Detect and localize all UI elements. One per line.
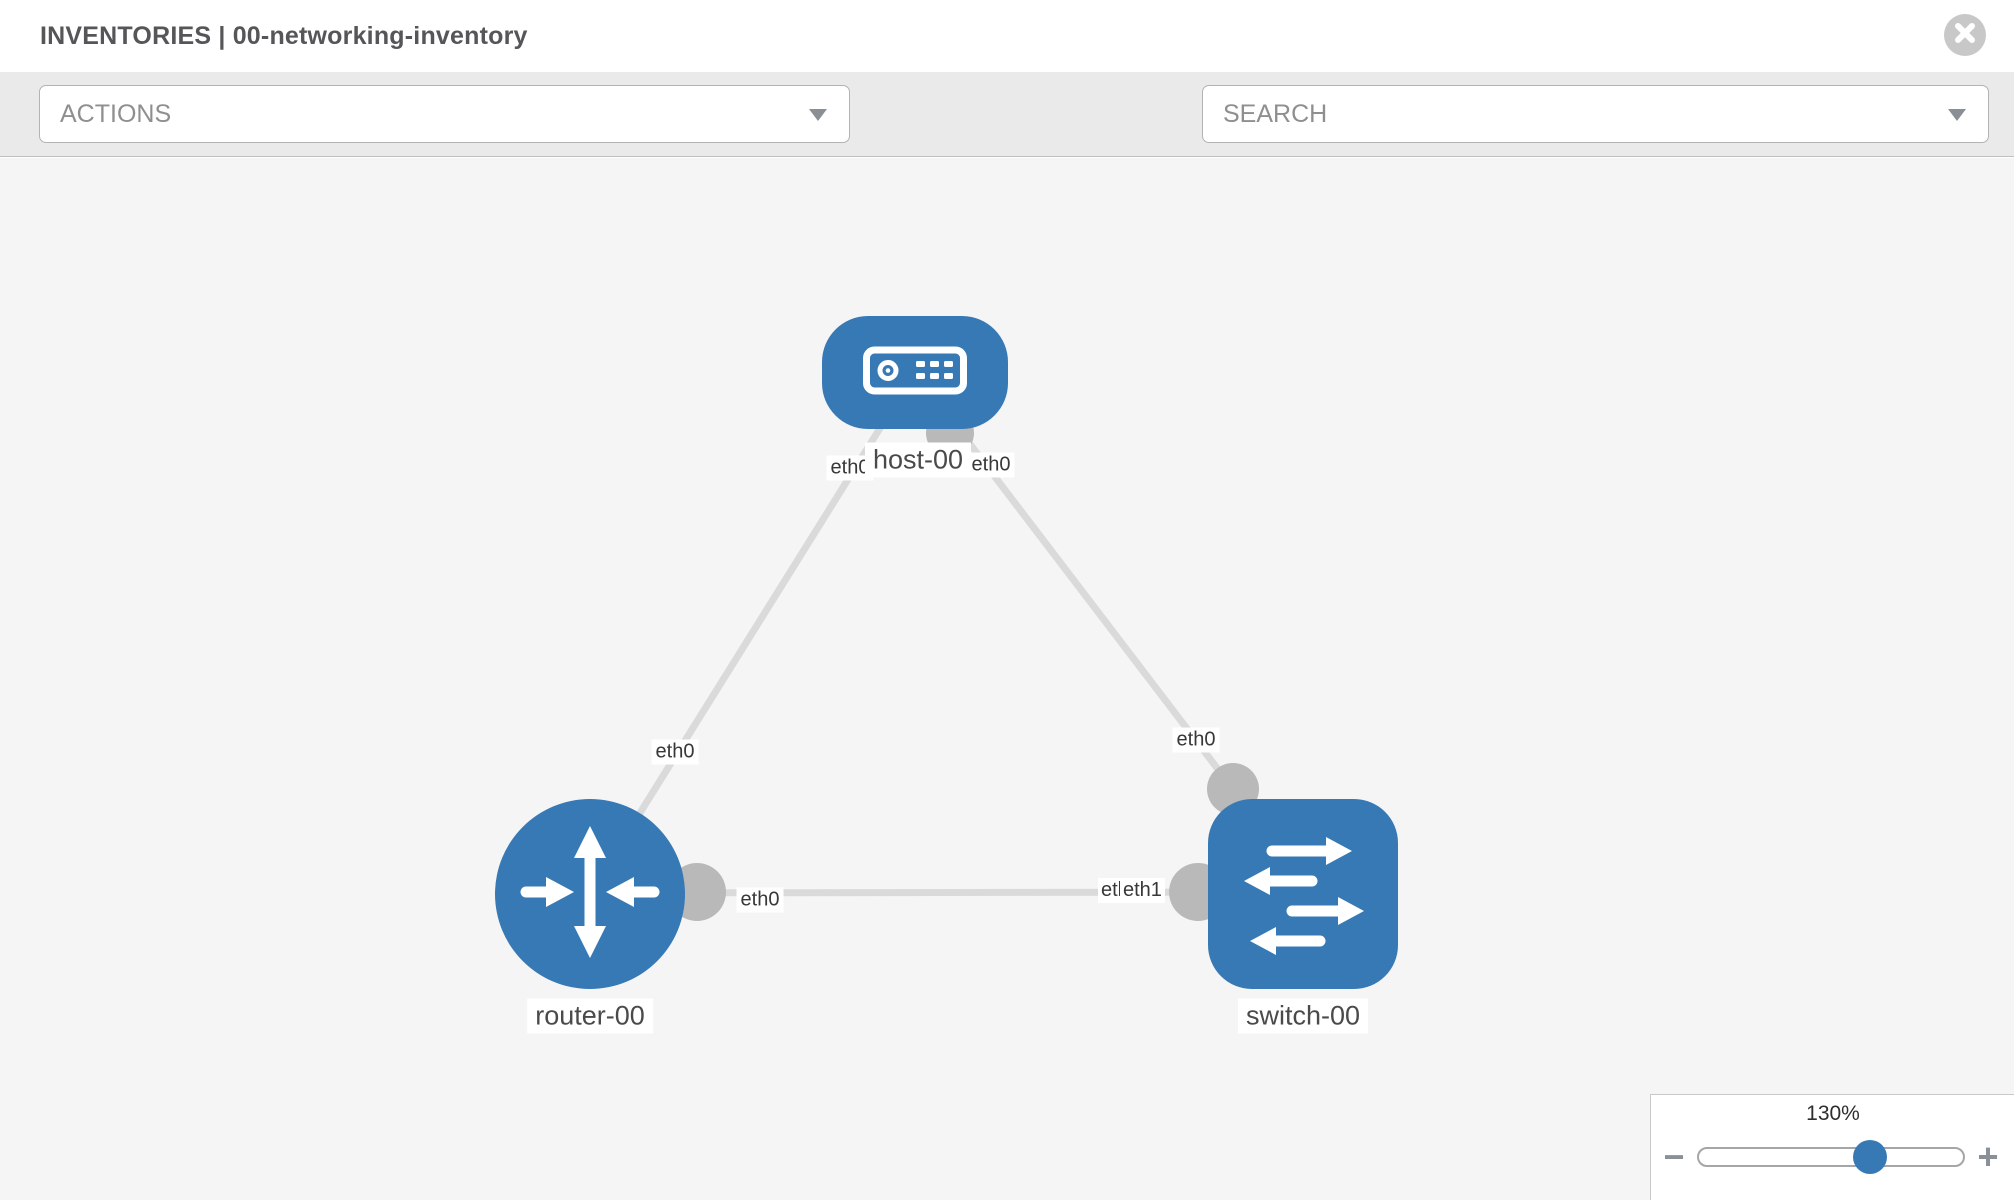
zoom-slider-track[interactable] — [1697, 1147, 1965, 1167]
node-label-router: router-00 — [527, 998, 653, 1034]
close-icon — [1955, 22, 1975, 48]
node-label-host: host-00 — [864, 442, 972, 478]
node-label-switch: switch-00 — [1237, 998, 1369, 1034]
interface-label-router-eth0-right: eth0 — [736, 887, 784, 913]
actions-dropdown[interactable]: ACTIONS — [39, 85, 850, 143]
search-dropdown[interactable]: SEARCH — [1202, 85, 1989, 143]
interface-label-router-eth0: eth0 — [651, 739, 699, 765]
zoom-slider-handle[interactable] — [1853, 1140, 1887, 1174]
router-icon — [515, 817, 665, 972]
interface-label-switch-eth1: eth1 — [1120, 878, 1165, 903]
zoom-in-button[interactable]: + — [1977, 1136, 1999, 1177]
zoom-slider-row: − + — [1651, 1131, 2014, 1183]
interface-label-switch-eth0-top: eth0 — [1172, 727, 1220, 753]
zoom-out-button[interactable]: − — [1663, 1136, 1685, 1177]
topology-links-layer — [586, 368, 1307, 921]
topology-canvas[interactable]: host-00 router-00 switch-00 eth0 eth0 et… — [0, 158, 2014, 1200]
node-host-00[interactable] — [822, 316, 1008, 429]
chevron-down-icon — [1948, 109, 1966, 121]
node-router-00[interactable] — [495, 799, 685, 989]
toolbar: ACTIONS SEARCH — [0, 72, 2014, 205]
close-button[interactable] — [1944, 14, 1986, 56]
zoom-panel: 130% − + — [1650, 1094, 2014, 1200]
search-dropdown-label: SEARCH — [1223, 99, 1328, 128]
interface-label-host-eth0-right: eth0 — [967, 452, 1015, 478]
node-switch-00[interactable] — [1208, 799, 1398, 989]
page-title: INVENTORIES | 00-networking-inventory — [40, 22, 528, 50]
zoom-level-label: 130% — [1806, 1102, 1860, 1125]
actions-dropdown-label: ACTIONS — [60, 99, 172, 128]
app-header: INVENTORIES | 00-networking-inventory — [0, 0, 2014, 72]
chevron-down-icon — [809, 109, 827, 121]
host-icon — [863, 346, 967, 400]
switch-icon — [1208, 797, 1398, 992]
zoom-slider — [1697, 1139, 1965, 1175]
